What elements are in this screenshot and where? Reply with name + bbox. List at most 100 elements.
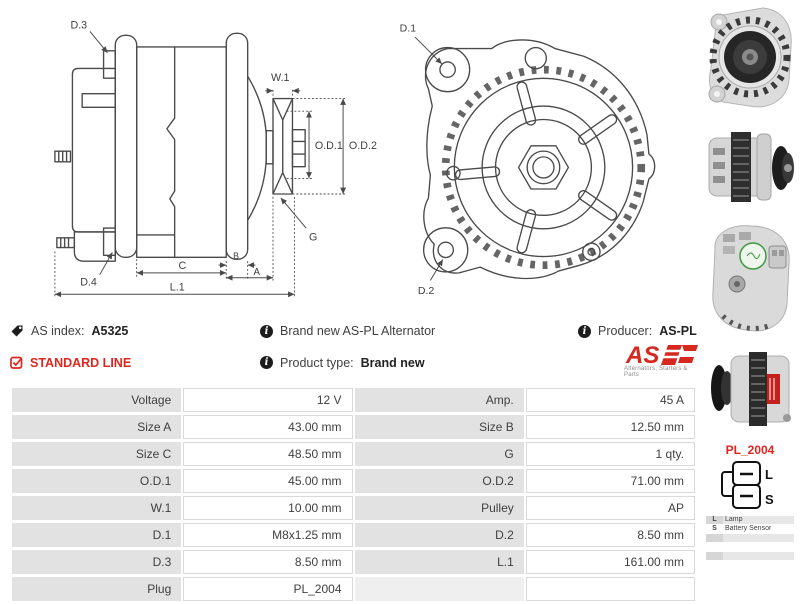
spec-value: 1 qty. [525, 442, 695, 466]
spec-value: 12 V [183, 388, 353, 412]
table-row: D.1 M8x1.25 mm D.2 8.50 mm [12, 523, 695, 547]
standard-line: STANDARD LINE [10, 347, 260, 378]
spec-value: 45 A [525, 388, 695, 412]
spec-label: D.3 [12, 550, 182, 574]
description-text: Brand new AS-PL Alternator [280, 324, 436, 338]
spec-table: Voltage 12 V Amp. 45 A Size A 43.00 mm S… [10, 385, 697, 604]
plug-pin-top-label: L [765, 467, 773, 482]
spec-label: Amp. [354, 388, 524, 412]
dim-label-d4: D.4 [80, 277, 97, 289]
spec-label: Size C [12, 442, 182, 466]
legend-pin: L [706, 516, 723, 524]
spec-label: Plug [12, 577, 182, 601]
legend-pin: S [706, 525, 723, 533]
info-icon: i [260, 324, 273, 338]
spec-label: Size B [354, 415, 524, 439]
dimension-lines-front [414, 36, 444, 281]
producer-label: Producer: [598, 324, 653, 338]
standard-line-label: STANDARD LINE [30, 355, 132, 370]
as-index: AS index: A5325 [10, 324, 260, 338]
dim-label-g: G [309, 232, 317, 244]
legend-desc: Lamp [723, 516, 794, 524]
dim-label-l1: L.1 [170, 281, 185, 293]
as-index-label: AS index: [31, 324, 85, 338]
spec-value: 45.00 mm [183, 469, 353, 493]
spec-label: Voltage [12, 388, 182, 412]
as-index-value: A5325 [91, 324, 129, 338]
plug-diagram: L S [721, 461, 774, 509]
spec-label: D.2 [354, 523, 524, 547]
product-info-bar: AS index: A5325 i Brand new AS-PL Altern… [10, 324, 700, 378]
product-type: i Product type: Brand new [260, 347, 578, 378]
producer-value: AS-PL [659, 324, 697, 338]
spec-label: W.1 [12, 496, 182, 520]
plug-legend-table: L Lamp S Battery Sensor [706, 515, 794, 561]
table-row: Plug PL_2004 [12, 577, 695, 601]
spec-label: G [354, 442, 524, 466]
spec-value: 161.00 mm [525, 550, 695, 574]
spec-label: Size A [12, 415, 182, 439]
legend-row [706, 534, 794, 542]
pulley-spokes [454, 81, 618, 254]
spec-value: 71.00 mm [525, 469, 695, 493]
dimension-lines [54, 31, 347, 299]
product-photo-side-left[interactable] [703, 340, 797, 440]
spec-value: PL_2004 [183, 577, 353, 601]
plug-code: PL_2004 [725, 443, 775, 457]
producer: i Producer: AS-PL [578, 324, 700, 338]
spec-label: O.D.2 [354, 469, 524, 493]
product-photo-rear[interactable] [703, 220, 797, 338]
legend-desc [723, 552, 794, 560]
product-photo-side-right[interactable] [703, 116, 797, 218]
legend-pin [706, 552, 723, 560]
dim-label-od1: O.D.1 [315, 140, 343, 152]
legend-row [706, 543, 794, 551]
spec-value: 43.00 mm [183, 415, 353, 439]
spec-label: Pulley [354, 496, 524, 520]
product-description: i Brand new AS-PL Alternator [260, 324, 578, 338]
spec-value: 8.50 mm [525, 523, 695, 547]
front-view-diagram: D.1 D.2 [400, 22, 656, 297]
product-type-value: Brand new [360, 355, 425, 370]
checkbox-icon [10, 356, 23, 369]
spec-label: O.D.1 [12, 469, 182, 493]
product-photo-front[interactable] [703, 2, 797, 114]
spec-value: AP [525, 496, 695, 520]
table-row: W.1 10.00 mm Pulley AP [12, 496, 695, 520]
legend-desc: Battery Sensor [723, 525, 794, 533]
legend-pin [706, 543, 723, 551]
logo-tagline: Alternators, Starters & Parts [624, 366, 688, 378]
spec-value: 8.50 mm [183, 550, 353, 574]
as-pl-logo-icon: AS [625, 343, 698, 367]
table-row: O.D.1 45.00 mm O.D.2 71.00 mm [12, 469, 695, 493]
product-type-label: Product type: [280, 355, 354, 370]
info-icon: i [260, 356, 273, 369]
dim-label-d3: D.3 [70, 19, 87, 31]
spec-label: L.1 [354, 550, 524, 574]
legend-desc [723, 543, 794, 551]
spec-value: M8x1.25 mm [183, 523, 353, 547]
dim-label-a: A [254, 267, 261, 278]
spec-label [354, 577, 524, 601]
dim-label-d1: D.1 [400, 22, 417, 34]
spec-value: 12.50 mm [525, 415, 695, 439]
table-row: Voltage 12 V Amp. 45 A [12, 388, 695, 412]
product-gallery-sidebar: PL_2004 L S L Lamp S Battery Sensor [700, 0, 800, 590]
spec-value: 10.00 mm [183, 496, 353, 520]
legend-row [706, 552, 794, 560]
legend-pin [706, 534, 723, 542]
table-row: Size C 48.50 mm G 1 qty. [12, 442, 695, 466]
logo-text: AS [625, 343, 659, 367]
plug-pin-bottom-label: S [765, 492, 774, 507]
dim-label-od2: O.D.2 [349, 140, 377, 152]
spec-value: 48.50 mm [183, 442, 353, 466]
table-row: Size A 43.00 mm Size B 12.50 mm [12, 415, 695, 439]
spec-value [525, 577, 695, 601]
spec-label: D.1 [12, 523, 182, 547]
tag-icon [11, 325, 23, 337]
dim-label-c: C [179, 260, 187, 272]
legend-desc [723, 534, 794, 542]
brand-logo: AS Alternators, Starters & Parts [624, 343, 700, 378]
alternator-front-outline [422, 39, 656, 280]
legend-row: L Lamp [706, 516, 794, 524]
